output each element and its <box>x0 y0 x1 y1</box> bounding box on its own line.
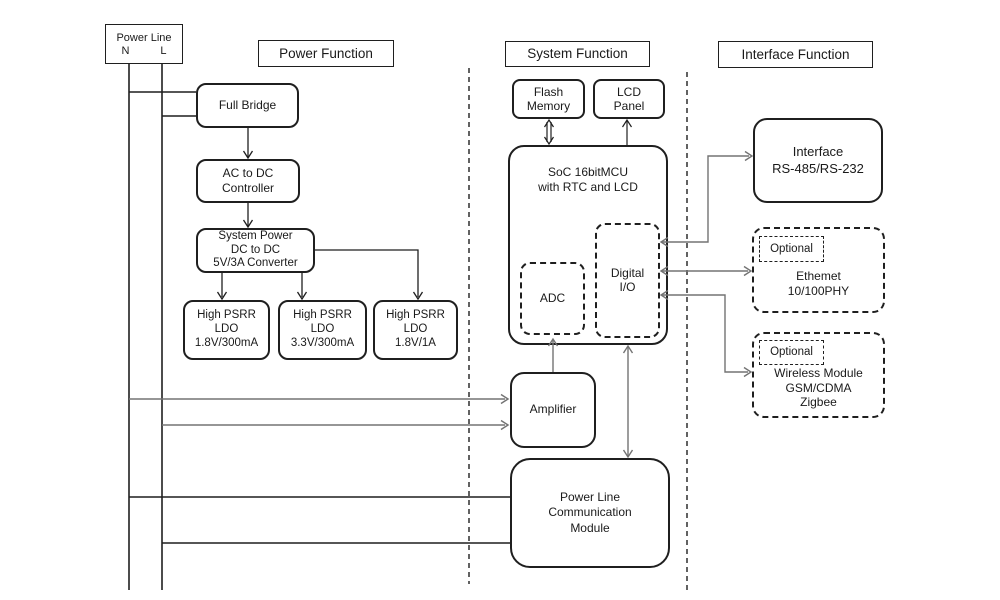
connector-soc-to-lcd <box>621 118 633 145</box>
node-digital-io-label: Digital I/O <box>610 265 645 294</box>
optional-tag-ethernet-label: Optional <box>770 242 813 255</box>
node-ldo-1v8-300ma: High PSRR LDO 1.8V/300mA <box>183 300 270 360</box>
connector-rails-to-full-bridge <box>129 91 196 117</box>
connector-rail-l-to-amplifier <box>162 419 510 431</box>
node-plc-module: Power Line Communication Module <box>510 458 670 568</box>
connector-digitalio-interface-rs <box>659 150 754 248</box>
node-full-bridge-label: Full Bridge <box>218 97 277 112</box>
node-ldo-1v8-1a: High PSRR LDO 1.8V/1A <box>373 300 458 360</box>
node-ac-dc-controller: AC to DC Controller <box>196 159 300 203</box>
node-system-power-converter: System Power DC to DC 5V/3A Converter <box>196 228 315 273</box>
connector-systempower-to-ldo3 <box>315 249 424 301</box>
node-lcd-panel-label: LCD Panel <box>613 84 645 113</box>
section-header-system: System Function <box>505 41 650 67</box>
power-line-terminals: N L <box>106 45 182 57</box>
connector-systempower-to-ldo1 <box>216 273 228 301</box>
node-ethernet-optional: Optional Ethemet 10/100PHY <box>752 227 885 313</box>
node-soc: SoC 16bitMCU with RTC and LCD <box>508 145 668 345</box>
terminal-l-label: L <box>160 45 167 58</box>
node-flash-memory-label: Flash Memory <box>526 84 571 113</box>
node-amplifier-label: Amplifier <box>529 402 577 417</box>
node-interface-rs485-rs232: Interface RS-485/RS-232 <box>753 118 883 203</box>
section-header-interface: Interface Function <box>718 41 873 68</box>
node-ldo-1v8-300ma-label: High PSRR LDO 1.8V/300mA <box>194 309 259 349</box>
node-flash-memory: Flash Memory <box>512 79 585 119</box>
node-adc-label: ADC <box>539 290 566 305</box>
node-ldo-3v3-300ma: High PSRR LDO 3.3V/300mA <box>278 300 367 360</box>
connector-rail-n-to-amplifier <box>129 393 510 405</box>
connector-systempower-to-ldo2 <box>296 273 308 301</box>
section-header-power-label: Power Function <box>279 45 373 61</box>
connector-digitalio-wireless <box>659 289 753 378</box>
section-header-power: Power Function <box>258 40 394 67</box>
node-soc-label: SoC 16bitMCU with RTC and LCD <box>538 165 638 195</box>
optional-tag-wireless-label: Optional <box>770 346 813 359</box>
connector-fullbridge-to-acdc <box>242 128 254 160</box>
node-wireless-label: Wireless Module GSM/CDMA Zigbee <box>774 366 863 410</box>
node-ethernet-label: Ethemet 10/100PHY <box>787 269 850 299</box>
node-system-power-converter-label: System Power DC to DC 5V/3A Converter <box>213 230 298 270</box>
node-full-bridge: Full Bridge <box>196 83 299 128</box>
node-wireless-optional: Optional Wireless Module GSM/CDMA Zigbee <box>752 332 885 418</box>
node-digital-io: Digital I/O <box>595 223 660 338</box>
connector-digitalio-ethernet <box>659 265 753 277</box>
node-ac-dc-controller-label: AC to DC Controller <box>221 165 275 195</box>
node-adc: ADC <box>520 262 585 335</box>
connector-rails-to-plc <box>129 496 510 544</box>
connector-acdc-to-systempower <box>242 203 254 229</box>
optional-tag-ethernet: Optional <box>759 236 824 262</box>
node-ldo-1v8-1a-label: High PSRR LDO 1.8V/1A <box>386 309 445 349</box>
terminal-n-label: N <box>121 45 130 58</box>
section-header-interface-label: Interface Function <box>741 46 850 62</box>
power-line-title: Power Line <box>116 31 172 44</box>
connector-soc-plc-bidirectional <box>622 344 634 459</box>
section-header-system-label: System Function <box>527 46 628 62</box>
optional-tag-wireless: Optional <box>759 340 824 365</box>
node-ldo-3v3-300ma-label: High PSRR LDO 3.3V/300mA <box>290 309 355 349</box>
node-plc-module-label: Power Line Communication Module <box>548 489 632 535</box>
power-line-box: Power Line N L <box>105 24 183 64</box>
node-lcd-panel: LCD Panel <box>593 79 665 119</box>
connector-flash-soc-bidirectional <box>543 118 555 146</box>
node-amplifier: Amplifier <box>510 372 596 448</box>
node-interface-rs485-rs232-label: Interface RS-485/RS-232 <box>772 143 864 176</box>
